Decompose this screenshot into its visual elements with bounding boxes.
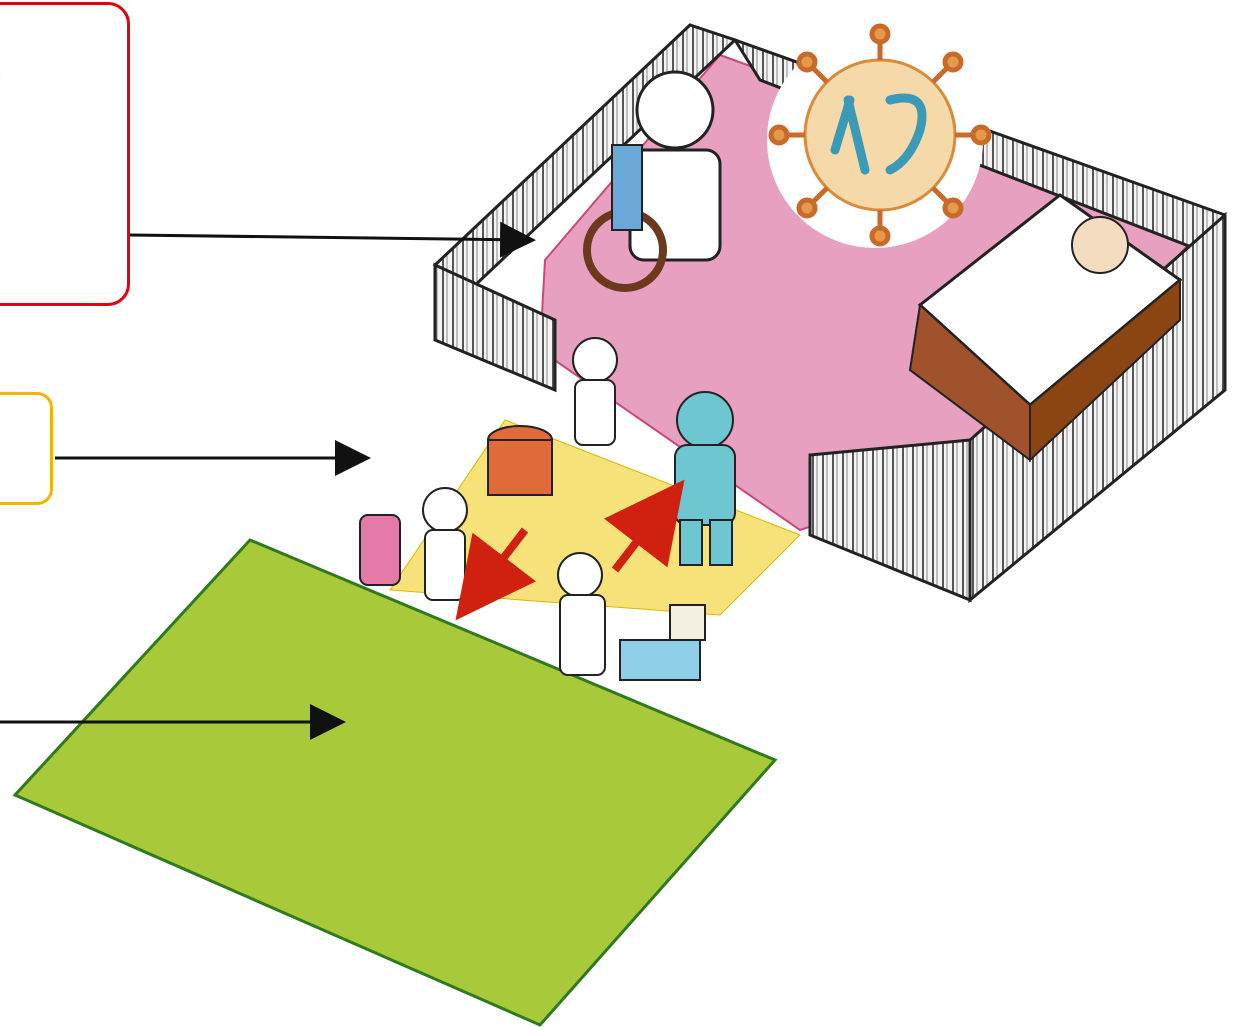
wall-front-right — [810, 440, 970, 600]
green-zone — [15, 540, 775, 1025]
red-zone-label-text-bottom: る — [0, 223, 3, 263]
red-zone-label-text-top: ア — [0, 67, 3, 107]
wall-left-front — [435, 265, 555, 390]
virus-icon — [767, 26, 989, 248]
red-zone-label: ア る — [0, 2, 130, 306]
yellow-zone-label — [0, 392, 53, 505]
